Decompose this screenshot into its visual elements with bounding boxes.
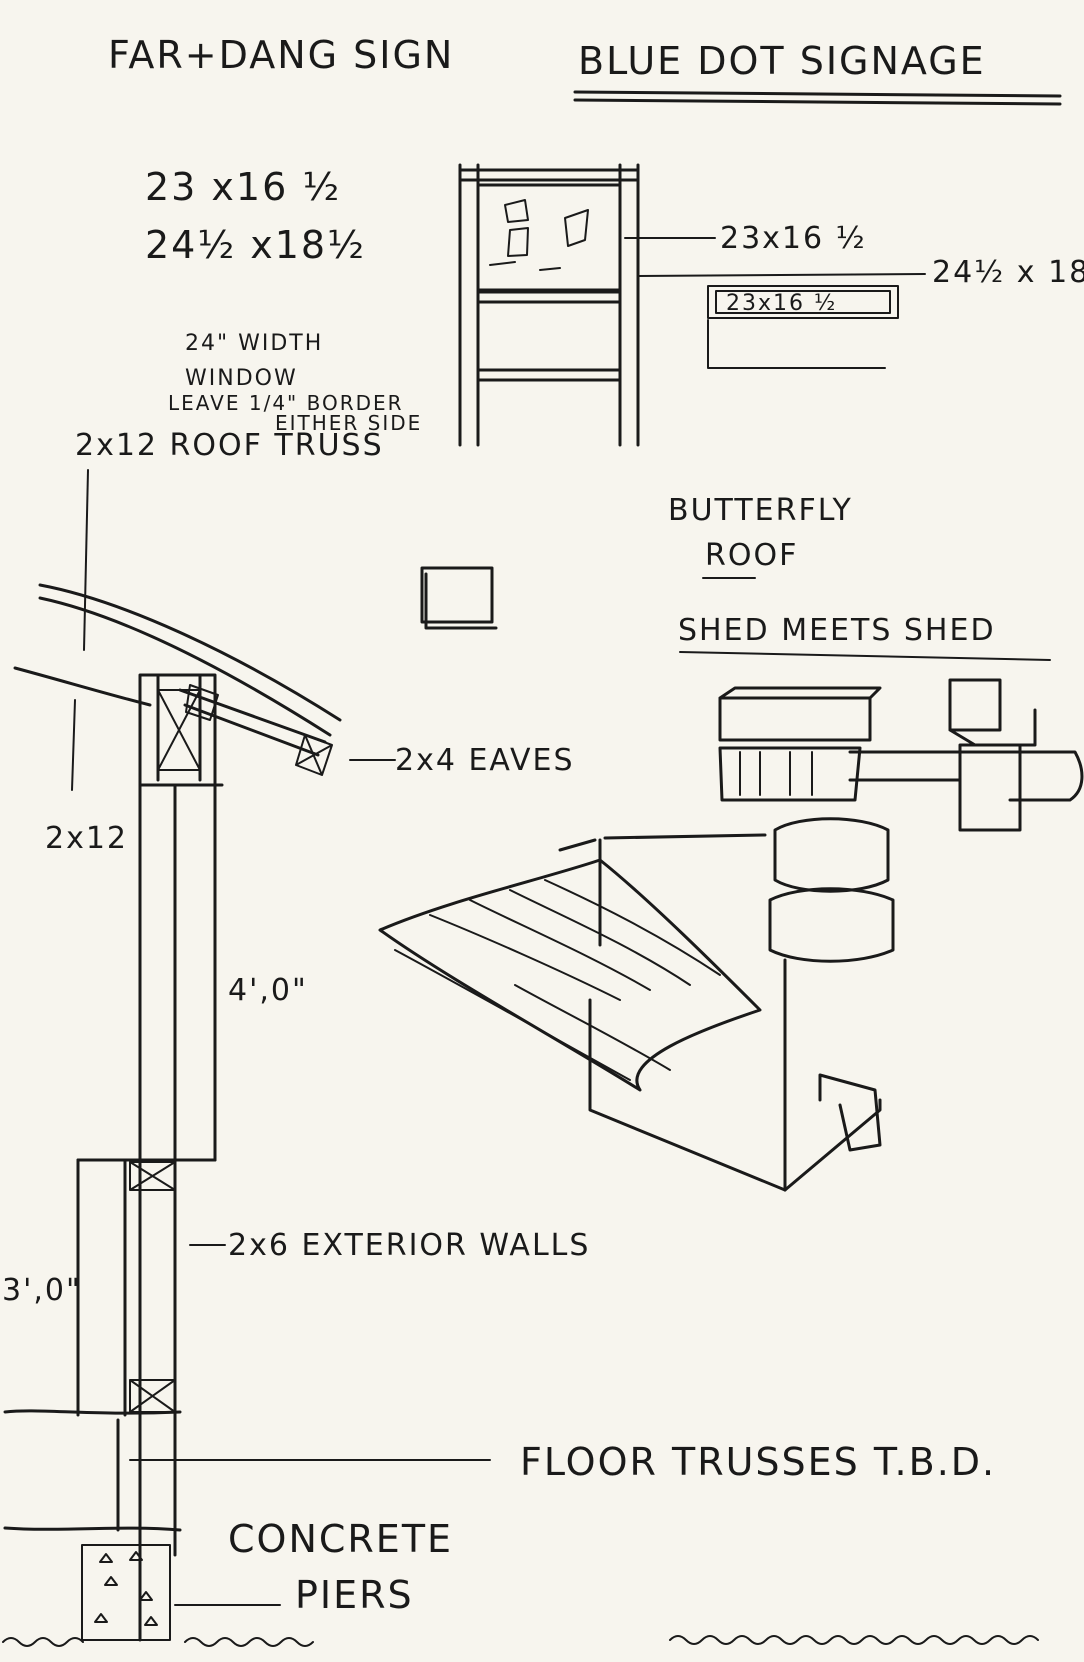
roof-title-line-2: ROOF (705, 538, 798, 573)
concrete-label: CONCRETE (228, 1517, 453, 1561)
header-left-title: FAR+DANG SIGN (108, 33, 454, 77)
lower-height-label: 3',0" (2, 1273, 82, 1308)
sign-panel-label: 23x16 ½ (726, 291, 837, 316)
header-underline (573, 90, 1062, 106)
rafter-depth-label: 2x12 (45, 821, 128, 856)
piers-label: PIERS (295, 1573, 414, 1617)
sign-post-diagram (458, 163, 926, 447)
sign-callout-outer: 24½ x 18½ (932, 255, 1084, 290)
roof-truss-label: 2x12 ROOF TRUSS (75, 428, 384, 463)
upper-height-label: 4',0" (228, 973, 308, 1008)
window-width-note: 24" WIDTH (185, 331, 323, 356)
sign-dimension-2: 24½ x18½ (145, 223, 366, 267)
border-note: LEAVE 1/4" BORDER (168, 391, 404, 415)
subtitle-underline (679, 651, 1051, 661)
eaves-label: 2x4 EAVES (395, 743, 575, 778)
sign-dimension-1: 23 x16 ½ (145, 165, 341, 209)
floor-trusses-label: FLOOR TRUSSES T.B.D. (520, 1440, 996, 1484)
butterfly-roof-sketch (378, 678, 1084, 1192)
butterfly-roof-title: BUTTERFLY (668, 493, 853, 528)
border-side-note: EITHER SIDE (275, 411, 422, 435)
shed-meets-shed-label: SHED MEETS SHED (678, 613, 996, 648)
window-note: WINDOW (185, 366, 298, 391)
square-sketch (420, 566, 498, 630)
exterior-walls-label: 2x6 EXTERIOR WALLS (228, 1228, 590, 1263)
wall-section-drawing (2, 469, 1039, 1647)
header-right-title: BLUE DOT SIGNAGE (578, 39, 986, 83)
sign-callout-inner: 23x16 ½ (720, 221, 867, 256)
